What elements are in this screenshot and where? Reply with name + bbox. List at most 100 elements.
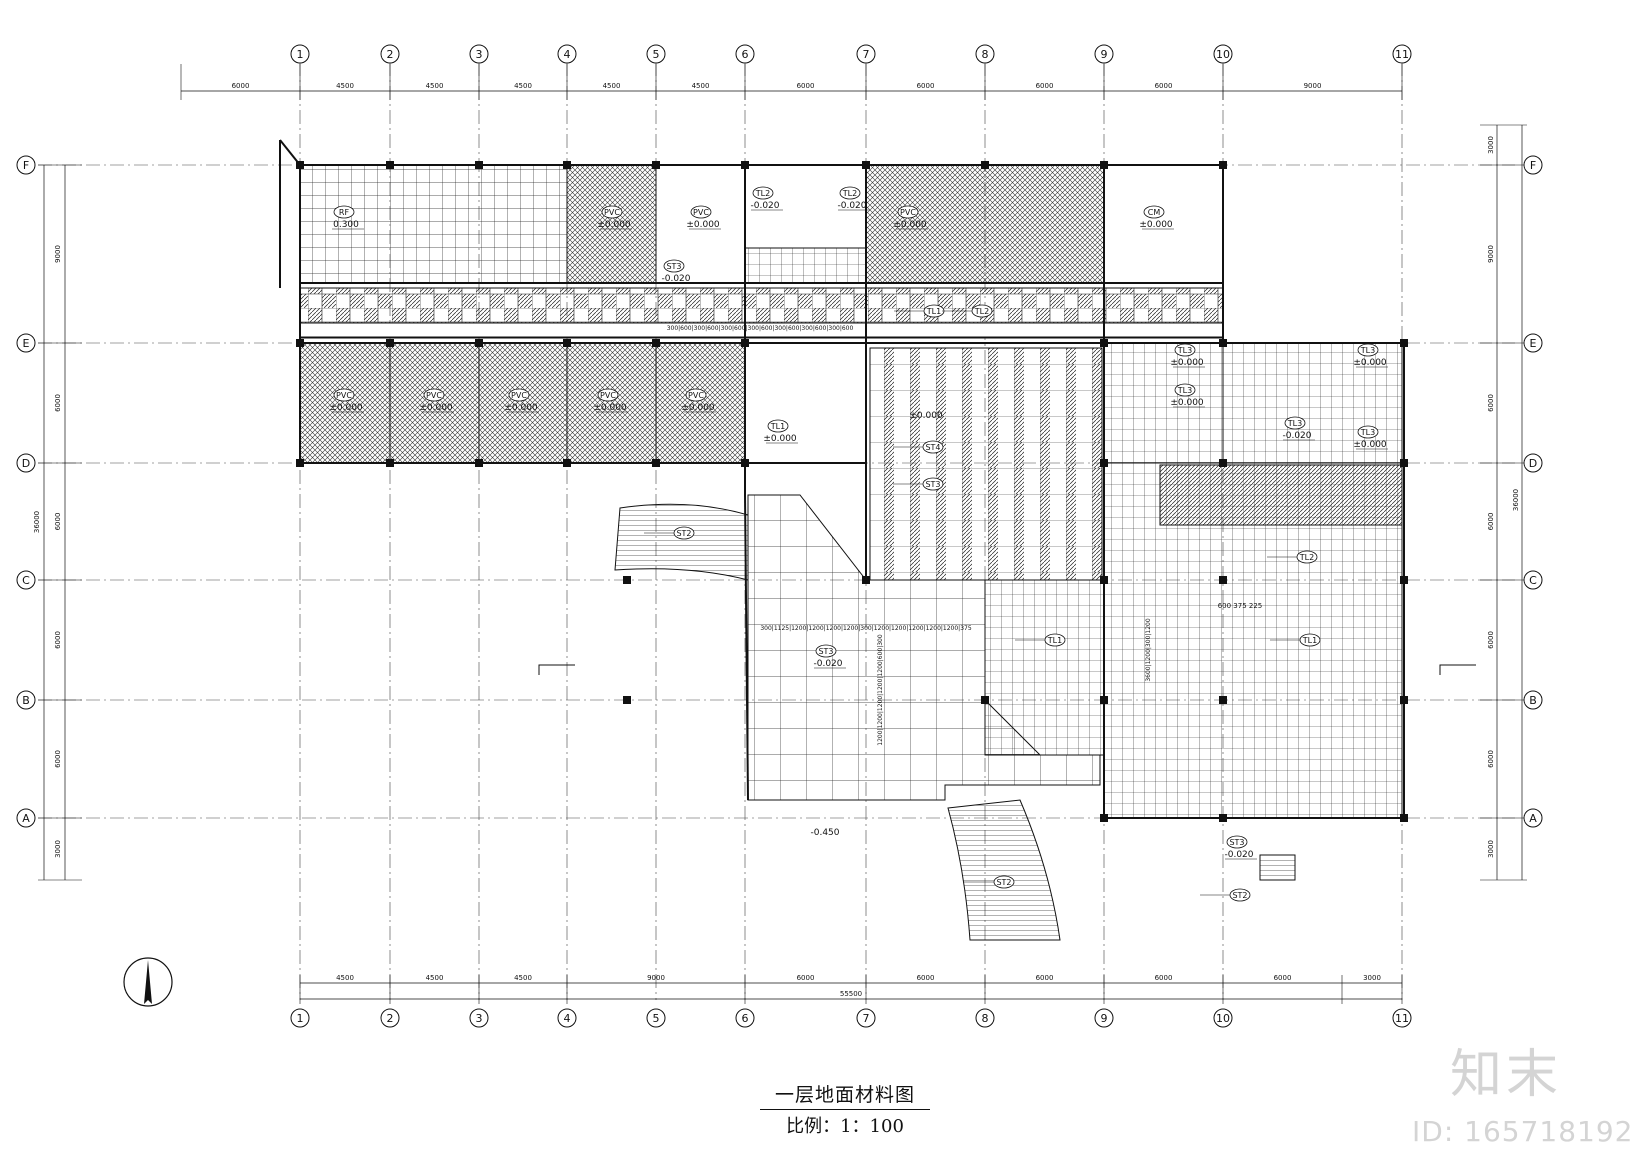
- dim-text-bottom: 6000: [1274, 974, 1292, 982]
- structural-column: [563, 161, 571, 169]
- material-callout: ST4: [925, 443, 940, 452]
- material-tag-level: -0.020: [1282, 431, 1311, 441]
- material-tag-bubble: [897, 205, 919, 219]
- tile-dim-lobby-row: 300|1125|1200|1200|1200|1200|300|1200|12…: [760, 625, 971, 632]
- structural-column: [386, 161, 394, 169]
- material-tag-bubble: [685, 388, 707, 402]
- material-tag-level: -0.020: [1224, 850, 1253, 860]
- axis-bubble-col: [380, 44, 400, 64]
- section-mark: [1439, 664, 1476, 675]
- material-tag-code: PVC: [688, 391, 704, 400]
- structural-column: [1400, 814, 1408, 822]
- material-callout: TL1: [1047, 636, 1062, 645]
- drawing-title: 一层地面材料图: [774, 1084, 915, 1106]
- dim-text-right: 3000: [1487, 136, 1495, 154]
- structural-column: [1100, 339, 1108, 347]
- material-tag-level: ±0.000: [1353, 358, 1387, 368]
- material-tag-bubble: [752, 186, 774, 200]
- axis-bubble-col: [856, 44, 876, 64]
- floor-area-atrium: [869, 347, 1103, 581]
- stair-curved-south: [947, 799, 1061, 941]
- material-tag-bubble: [423, 388, 445, 402]
- material-callout: TL1: [926, 307, 941, 316]
- floor-area-toilet-tiles: [744, 247, 867, 284]
- tile-dim-hall-row: 600 375 225: [1218, 602, 1263, 610]
- axis-bubble-label: B: [22, 694, 30, 707]
- axis-bubble-label: 5: [653, 48, 660, 61]
- structural-column: [1219, 814, 1227, 822]
- material-tag-code: TL3: [1177, 386, 1192, 395]
- axis-bubble-row: [1523, 333, 1543, 353]
- material-tag-code: ST3: [1229, 838, 1244, 847]
- axis-bubble-col: [1392, 44, 1412, 64]
- material-tag-level: ±0.000: [1353, 440, 1387, 450]
- structural-column: [981, 161, 989, 169]
- material-tag-bubble: [839, 186, 861, 200]
- floor-area-kitchen: [1103, 342, 1224, 464]
- material-tag-bubble: [508, 388, 530, 402]
- material-tag-level: ±0.000: [597, 220, 631, 230]
- structural-column: [1100, 696, 1108, 704]
- material-tags: RF0.300PVC±0.000PVC±0.000TL2-0.020TL2-0.…: [329, 186, 1388, 860]
- axis-bubble-label: B: [1529, 694, 1537, 707]
- material-tag-bubble: [1143, 205, 1165, 219]
- axis-bubble-label: 6: [742, 48, 749, 61]
- structural-column: [296, 459, 304, 467]
- dim-text-top: 6000: [232, 82, 250, 90]
- dim-text-top: 4500: [603, 82, 621, 90]
- material-callout: TL2: [1299, 553, 1314, 562]
- axis-bubble-col: [856, 1008, 876, 1028]
- material-tag-bubble: [1357, 425, 1379, 439]
- tile-dim-hall-col: 3600|1200|300|1200: [1145, 618, 1152, 682]
- structural-column: [741, 459, 749, 467]
- material-tag-level: ±0.000: [1139, 220, 1173, 230]
- material-callout: ST2: [676, 529, 691, 538]
- axis-bubble-col: [1213, 44, 1233, 64]
- material-tag-code: TL2: [842, 189, 857, 198]
- structural-column: [741, 339, 749, 347]
- dim-text-bottom: 6000: [1155, 974, 1173, 982]
- axis-bubble-label: 8: [982, 48, 989, 61]
- drawing-title-block: 一层地面材料图 比例：1：100: [760, 1080, 930, 1138]
- floor-area-hall-border: [1159, 464, 1403, 526]
- floor-area-tl3: [1222, 342, 1403, 464]
- material-tag-bubble: [1174, 383, 1196, 397]
- level-label-exterior: -0.450: [810, 828, 839, 838]
- material-tag-code: PVC: [336, 391, 352, 400]
- dim-text-left: 9000: [54, 245, 62, 263]
- axis-bubble-col: [735, 1008, 755, 1028]
- axis-bubble-label: D: [1529, 457, 1537, 470]
- structural-column: [1100, 459, 1108, 467]
- dim-text-top: 6000: [797, 82, 815, 90]
- structural-column: [475, 459, 483, 467]
- structural-column: [1219, 696, 1227, 704]
- dim-text-top: 6000: [1036, 82, 1054, 90]
- axis-bubble-label: 6: [742, 1012, 749, 1025]
- structural-column: [386, 459, 394, 467]
- axis-bubble-label: 9: [1101, 48, 1108, 61]
- title-underline: [760, 1109, 930, 1110]
- axis-bubble-col: [1213, 1008, 1233, 1028]
- axis-bubble-label: 2: [387, 48, 394, 61]
- wall: [279, 139, 301, 166]
- axis-bubble-label: 7: [863, 1012, 870, 1025]
- material-tag-code: ST3: [666, 262, 681, 271]
- axis-bubble-label: E: [23, 337, 30, 350]
- structural-column: [563, 339, 571, 347]
- axis-bubble-row: [1523, 570, 1543, 590]
- material-tag-level: ±0.000: [419, 403, 453, 413]
- axis-bubble-col: [1094, 1008, 1114, 1028]
- material-tag-bubble: [601, 205, 623, 219]
- material-callout: ST3: [925, 480, 940, 489]
- stair-curved-west: [614, 503, 749, 581]
- level-label-atrium: ±0.000: [909, 411, 943, 421]
- material-tag-code: PVC: [604, 208, 620, 217]
- dim-text-left: 6000: [54, 513, 62, 531]
- dim-text-right-total: 36000: [1512, 489, 1520, 511]
- axis-bubble-row: [16, 155, 36, 175]
- watermark-logo: 知末: [1450, 1045, 1563, 1105]
- floor-area-stair: [744, 342, 867, 464]
- material-tag-level: -0.020: [661, 274, 690, 284]
- dim-text-top: 6000: [1155, 82, 1173, 90]
